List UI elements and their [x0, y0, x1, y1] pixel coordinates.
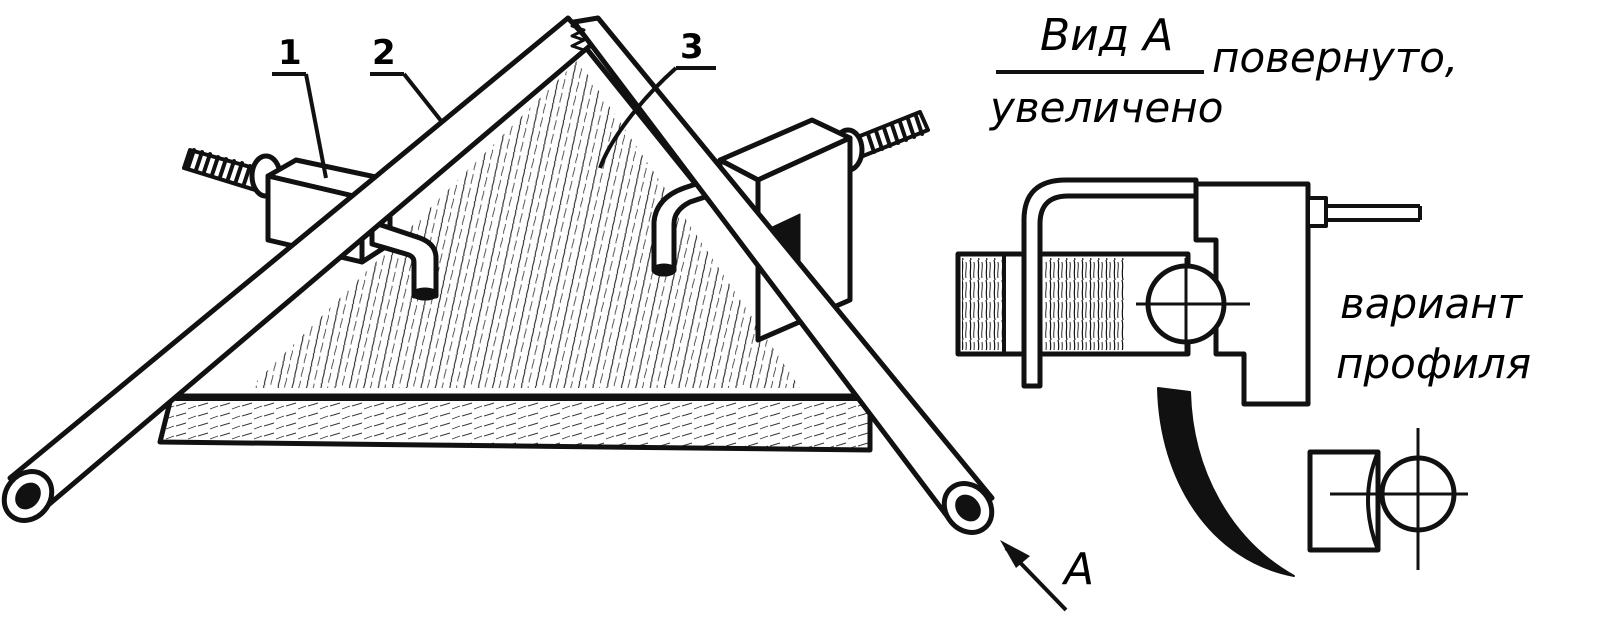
view-a-caption: Вид А повернуто, увеличено [988, 10, 1458, 132]
label-view-arrow-a: A [1061, 544, 1094, 595]
profile-variant-caption: вариант профиля [1336, 279, 1531, 388]
base-plate [157, 391, 873, 453]
callouts [272, 66, 1068, 612]
profile-variant-detail [1157, 387, 1468, 577]
label-part-2: 2 [372, 33, 396, 73]
main-assembly [1, 15, 995, 535]
label-part-3: 3 [680, 27, 704, 67]
view-a-rotated: повернуто, [1212, 33, 1458, 82]
view-a-title: Вид А [1040, 10, 1173, 61]
label-part-1: 1 [278, 33, 302, 73]
view-a-enlarged: увеличено [988, 83, 1223, 132]
variant-label-line2: профиля [1336, 339, 1531, 388]
rod-right [571, 15, 995, 535]
apex-spring [570, 24, 586, 52]
view-a-detail [955, 177, 1422, 407]
variant-label-line1: вариант [1340, 279, 1524, 328]
